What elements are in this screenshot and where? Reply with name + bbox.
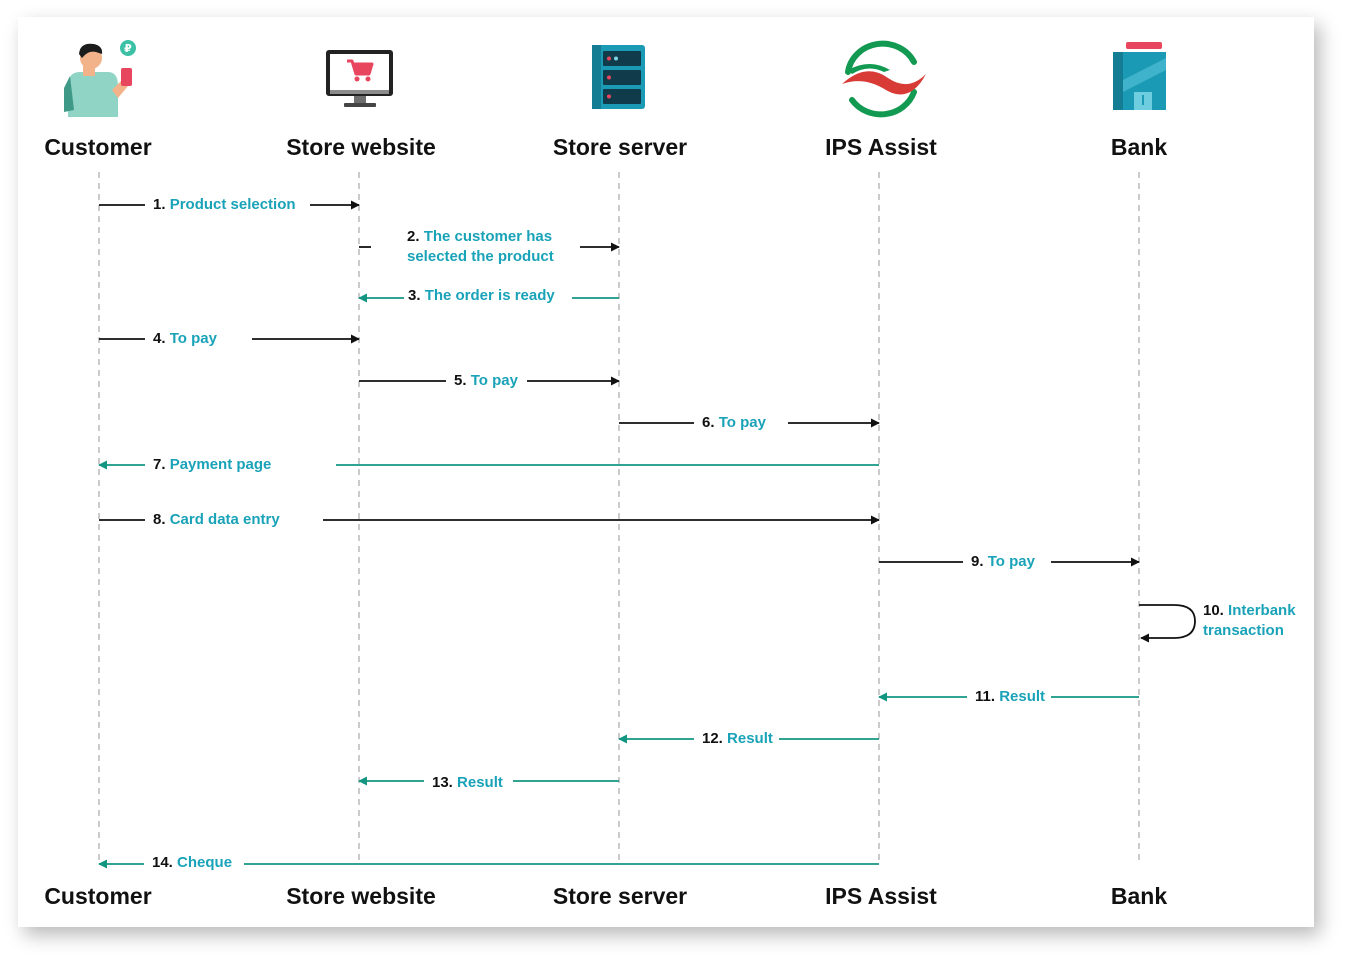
server-icon <box>592 45 645 109</box>
message-label-10-line-2: transaction <box>1203 622 1284 639</box>
message-label-4: 4. To pay <box>153 330 218 347</box>
message-text: Cheque <box>177 854 232 871</box>
message-number: 11. <box>975 688 995 705</box>
message-text: To pay <box>719 414 767 431</box>
actor-label-store-website-top: Store website <box>286 134 436 160</box>
sequence-diagram: ₽ <box>44 40 1296 909</box>
message-number: 5. <box>454 372 467 389</box>
message-9: 9. To pay <box>879 553 1140 570</box>
message-number: 7. <box>153 456 166 473</box>
actor-label-store-server-top: Store server <box>553 134 687 160</box>
message-label-9: 9. To pay <box>971 553 1036 570</box>
message-label-1: 1. Product selection <box>153 196 296 213</box>
message-label-3: 3. The order is ready <box>408 287 555 304</box>
message-number: 2. <box>407 228 420 245</box>
message-arrow-10 <box>1139 604 1196 643</box>
message-label-7: 7. Payment page <box>153 456 271 473</box>
message-text: To pay <box>988 553 1036 570</box>
message-text: Interbank <box>1228 602 1296 619</box>
actor-label-store-website-bottom: Store website <box>286 883 436 909</box>
message-label-2-line-2: selected the product <box>407 248 554 265</box>
message-label-12: 12. Result <box>702 730 773 747</box>
actor-label-ips-assist-top: IPS Assist <box>825 134 937 160</box>
message-text: Payment page <box>170 456 272 473</box>
message-12: 12. Result <box>618 730 879 747</box>
message-1: 1. Product selection <box>99 196 360 213</box>
message-text: Result <box>457 774 503 791</box>
message-11: 11. Result <box>878 688 1139 705</box>
message-number: 4. <box>153 330 166 347</box>
message-text: Card data entry <box>170 511 281 528</box>
message-5: 5. To pay <box>359 372 620 389</box>
message-text: Product selection <box>170 196 296 213</box>
message-number: 10. <box>1203 602 1224 619</box>
message-7: 7. Payment page <box>98 456 879 473</box>
customer-icon: ₽ <box>64 40 136 117</box>
message-label-10-line-1: 10. Interbank <box>1203 602 1296 619</box>
message-text: The customer has <box>424 228 552 245</box>
message-text: selected the product <box>407 248 554 265</box>
actor-label-bank-top: Bank <box>1111 134 1167 160</box>
actor-label-store-server-bottom: Store server <box>553 883 687 909</box>
message-2: 2. The customer has selected the product <box>359 228 620 265</box>
message-3: 3. The order is ready <box>358 287 619 304</box>
message-8: 8. Card data entry <box>99 511 880 528</box>
actor-label-customer-top: Customer <box>44 134 151 160</box>
message-4: 4. To pay <box>99 330 360 347</box>
message-text: To pay <box>471 372 519 389</box>
message-number: 12. <box>702 730 723 747</box>
message-number: 14. <box>152 854 173 871</box>
message-label-6: 6. To pay <box>702 414 767 431</box>
message-10: 10. Interbank transaction <box>1139 602 1296 643</box>
message-text: Result <box>727 730 773 747</box>
message-label-13: 13. Result <box>432 774 503 791</box>
svg-text:₽: ₽ <box>124 43 132 55</box>
message-number: 1. <box>153 196 166 213</box>
message-label-11: 11. Result <box>975 688 1045 705</box>
monitor-cart-icon <box>326 50 393 107</box>
message-6: 6. To pay <box>619 414 880 431</box>
message-number: 6. <box>702 414 715 431</box>
ips-assist-logo-icon <box>842 40 926 118</box>
actor-label-customer-bottom: Customer <box>44 883 151 909</box>
bank-building-icon <box>1113 42 1166 110</box>
message-label-5: 5. To pay <box>454 372 519 389</box>
actor-label-bank-bottom: Bank <box>1111 883 1167 909</box>
message-label-2-line-1: 2. The customer has <box>407 228 552 245</box>
message-label-8: 8. Card data entry <box>153 511 280 528</box>
message-label-14: 14. Cheque <box>152 854 232 871</box>
message-text: transaction <box>1203 622 1284 639</box>
message-number: 3. <box>408 287 421 304</box>
message-text: The order is ready <box>425 287 556 304</box>
message-14: 14. Cheque <box>98 854 879 871</box>
message-text: To pay <box>170 330 218 347</box>
message-13: 13. Result <box>358 774 619 791</box>
message-number: 8. <box>153 511 166 528</box>
actor-label-ips-assist-bottom: IPS Assist <box>825 883 937 909</box>
diagram-card: ₽ <box>18 17 1314 927</box>
message-text: Result <box>999 688 1045 705</box>
message-number: 9. <box>971 553 984 570</box>
message-number: 13. <box>432 774 453 791</box>
